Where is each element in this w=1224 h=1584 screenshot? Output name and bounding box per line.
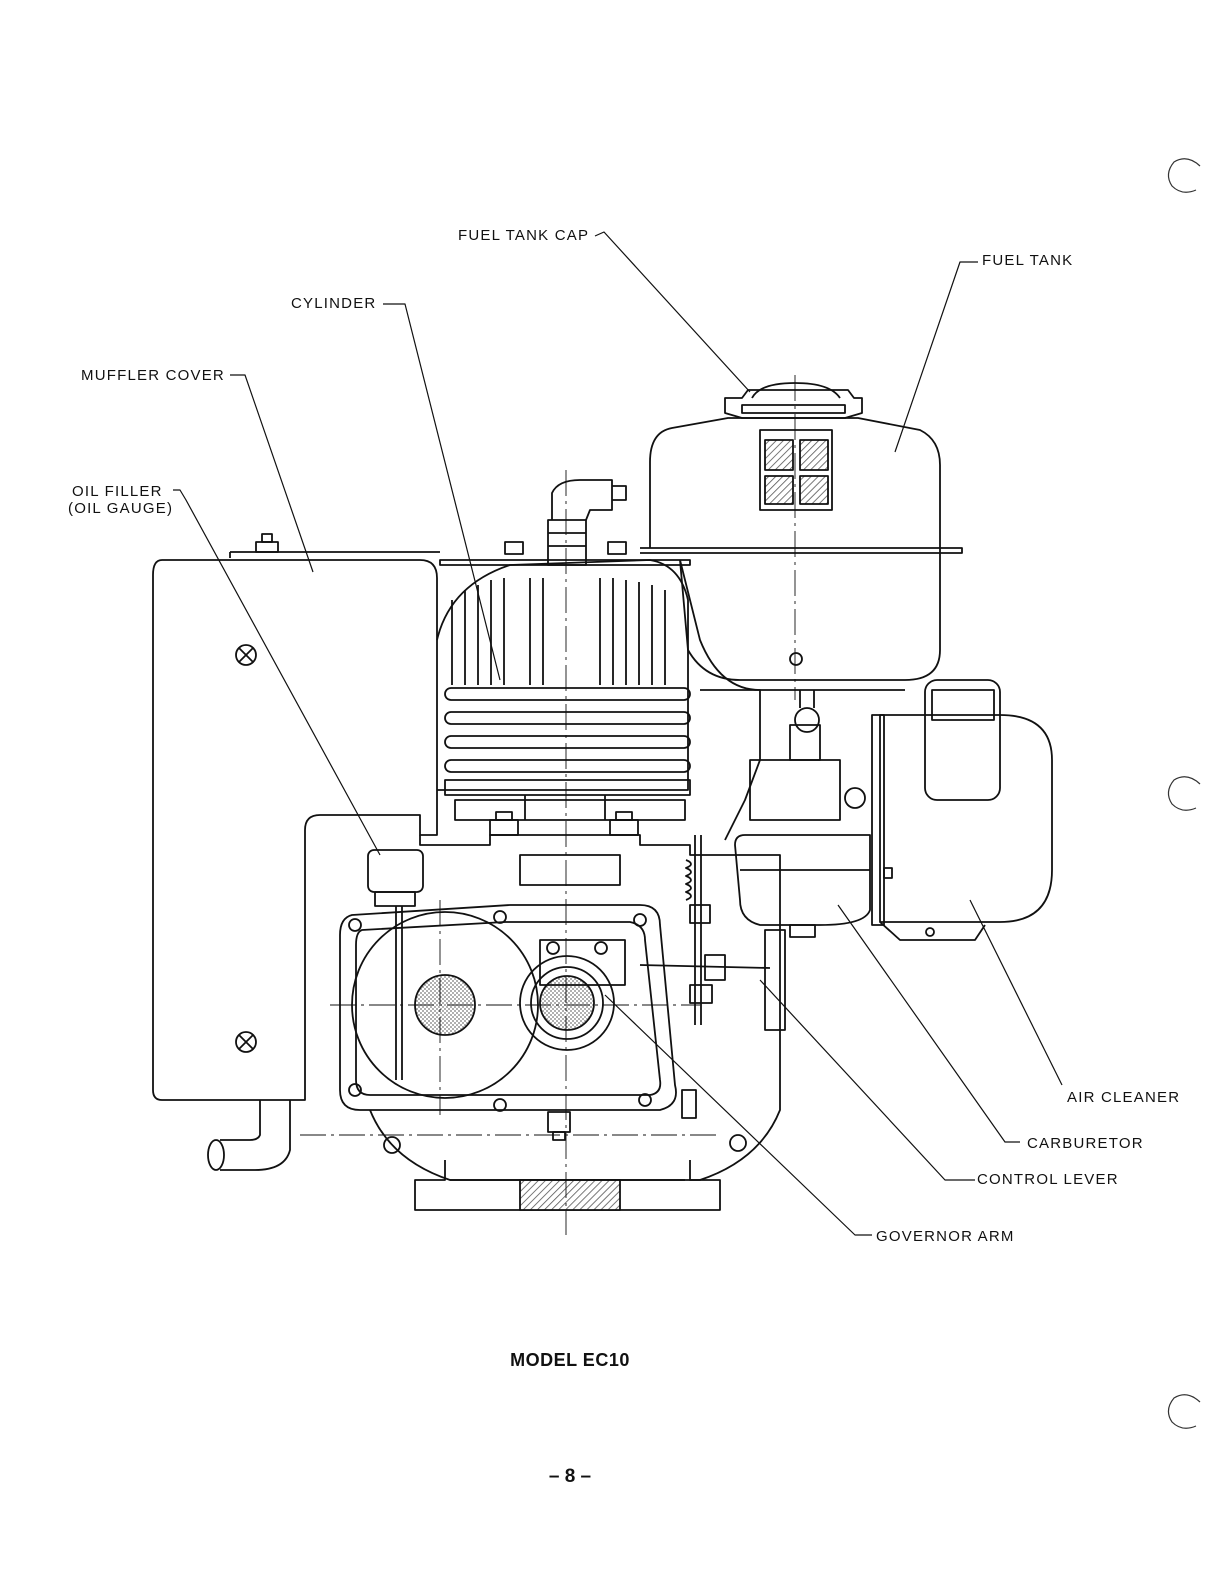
label-governor-arm: GOVERNOR ARM [876,1228,1015,1246]
label-carburetor: CARBURETOR [1027,1135,1144,1153]
engine-base [384,1135,746,1210]
spark-plug [505,480,626,565]
air-cleaner [872,680,1052,940]
carburetor [735,690,870,937]
fuel-tank [640,418,962,690]
page-number: – 8 – [0,1466,1140,1488]
binder-hole-icon [1162,1388,1212,1438]
label-control-lever: CONTROL LEVER [977,1171,1119,1189]
leader-lines [173,232,1062,1235]
binder-hole-icon [1162,770,1212,820]
label-oil-gauge: (OIL GAUGE) [68,500,173,518]
label-cylinder: CYLINDER [291,295,376,313]
binder-hole-icon [1162,152,1212,202]
cylinder [437,560,690,820]
label-air-cleaner: AIR CLEANER [1067,1089,1180,1107]
figure-caption: MODEL EC10 [0,1350,1140,1371]
oil-filler [368,850,423,1080]
gear-cover [340,905,696,1140]
label-fuel-tank-cap: FUEL TANK CAP [458,227,589,245]
label-muffler-cover: MUFFLER COVER [81,367,225,385]
label-oil-filler: OIL FILLER [72,483,163,501]
fuel-tank-cap [725,383,862,418]
exhaust-pipe [208,1100,290,1170]
muffler-cover [153,534,440,1100]
governor-arm-bracket [540,940,625,985]
governor-linkage [640,690,785,1030]
label-fuel-tank: FUEL TANK [982,252,1073,270]
